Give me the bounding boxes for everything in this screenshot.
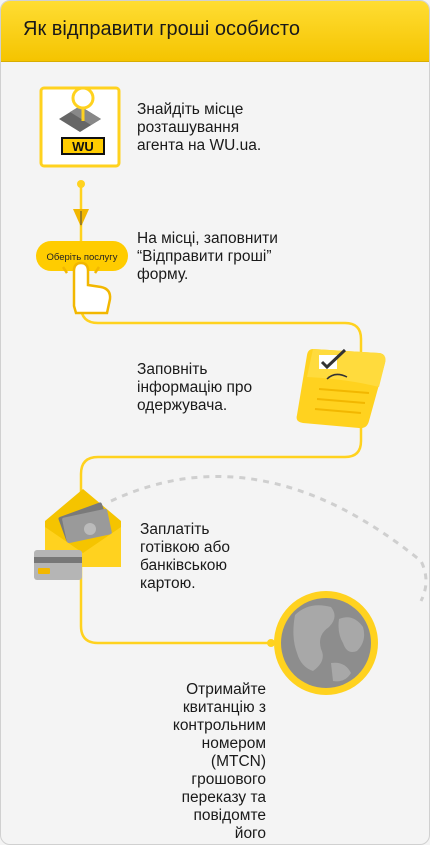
step-2-text: На місці, заповнити “Відправити гроші” ф… xyxy=(137,230,278,283)
money-envelope-icon xyxy=(45,489,121,567)
step-5-text: Отримайте квитанцію з контрольним номеро… xyxy=(172,681,266,844)
header-bar: Як відправити гроші особисто xyxy=(1,1,429,62)
dashed-arc xyxy=(110,475,428,602)
step-4-text: Заплатіть готівкою або банківською карто… xyxy=(140,521,230,592)
step-1-text: Знайдіть місце розташування агента на WU… xyxy=(137,101,262,154)
location-box: WU xyxy=(39,86,121,168)
globe-icon xyxy=(274,591,378,695)
step-3-text: Заповніть інформацію про одержувача. xyxy=(137,361,253,414)
service-button-label: Оберіть послугу xyxy=(46,252,117,263)
path-dot-end xyxy=(267,639,275,647)
wu-logo-icon: WU xyxy=(61,137,105,155)
page-title: Як відправити гроші особисто xyxy=(23,18,300,40)
tap-hand-icon: Оберіть послугу xyxy=(36,209,128,315)
form-icon xyxy=(296,348,386,429)
flow-path-line xyxy=(79,184,363,645)
svg-text:WU: WU xyxy=(72,139,94,154)
bank-card-icon xyxy=(34,550,82,580)
path-dot-start xyxy=(77,180,85,188)
